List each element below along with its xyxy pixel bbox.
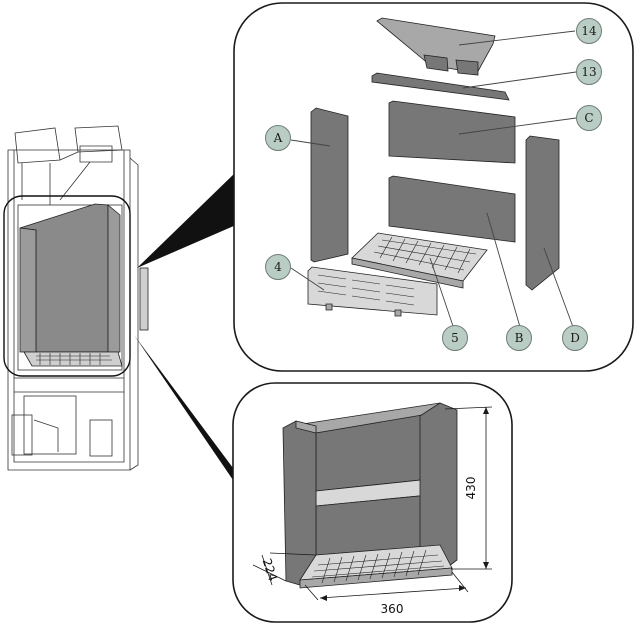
callout-c: C (576, 105, 602, 131)
zoom-wedge-top (137, 172, 236, 268)
svg-text:C: C (584, 111, 593, 125)
dimension-depth: 224 (260, 557, 280, 583)
svg-text:4: 4 (274, 260, 282, 274)
callout-14: 14 (576, 18, 602, 44)
dimension-width: 360 (381, 602, 404, 616)
callout-4: 4 (265, 254, 291, 280)
svg-text:D: D (570, 331, 580, 345)
callout-5: 5 (442, 325, 468, 351)
svg-text:13: 13 (581, 65, 596, 79)
assembled-view-panel: 430 224 360 (232, 382, 513, 623)
zoom-wedge-bottom (134, 335, 233, 480)
svg-text:14: 14 (581, 24, 597, 38)
callout-d: D (562, 325, 588, 351)
stove-overview (3, 125, 149, 471)
exploded-view-panel: 14 13 C A 4 5 B D (233, 2, 634, 372)
callout-13: 13 (576, 59, 602, 85)
svg-text:5: 5 (451, 331, 459, 345)
callout-a: A (265, 125, 291, 151)
dimension-height: 430 (464, 477, 478, 500)
svg-text:B: B (515, 331, 524, 345)
callout-b: B (506, 325, 532, 351)
svg-text:A: A (273, 131, 283, 145)
